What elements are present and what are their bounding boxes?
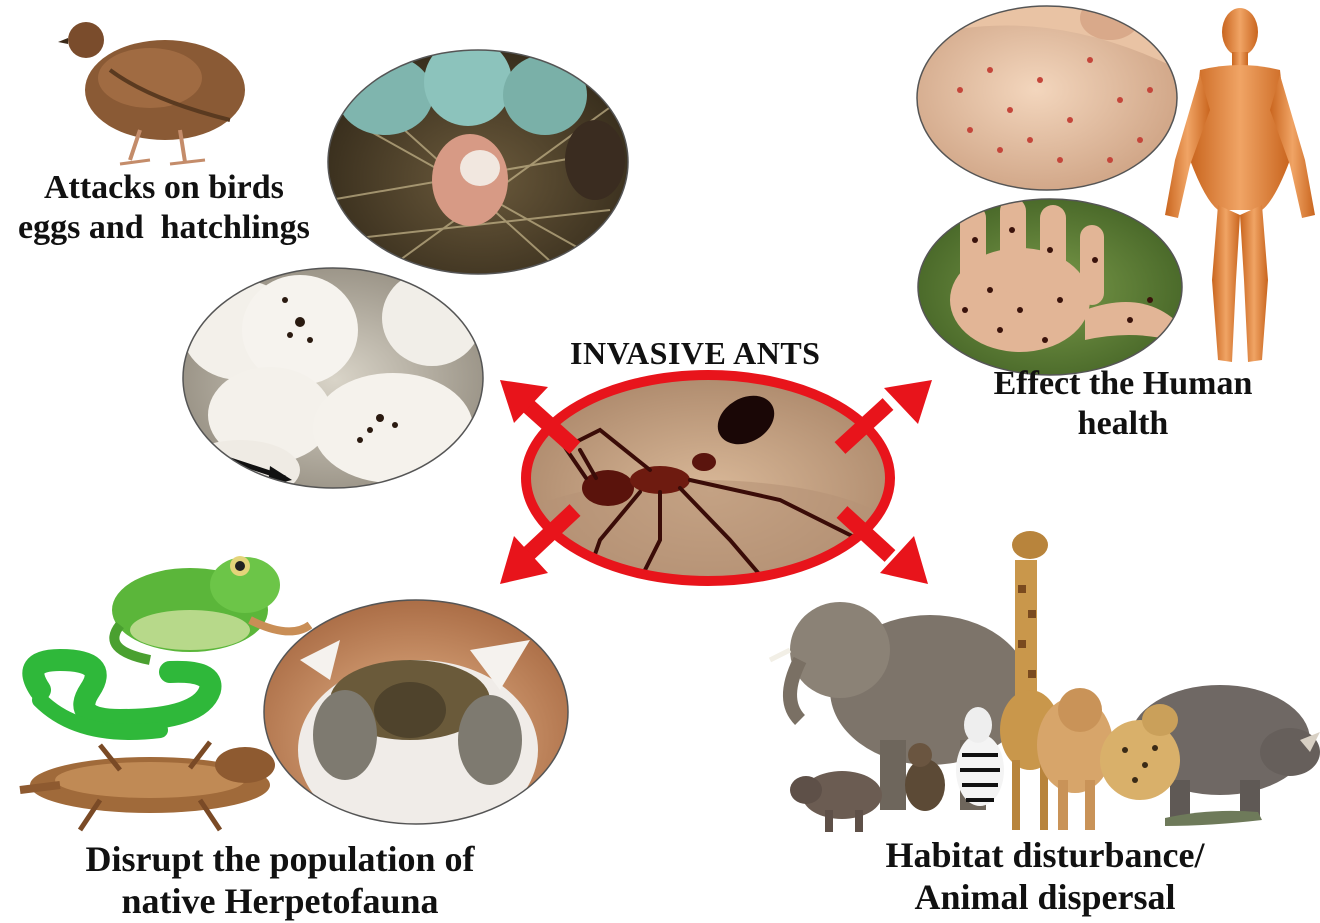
arrow-to-habitat [842, 512, 928, 584]
center-ant-photo [500, 370, 900, 600]
birds-impact-line1: Attacks on birds [18, 168, 310, 208]
horned-lizard-photo [20, 742, 275, 830]
green-snake-photo [33, 660, 210, 732]
frog-photo [112, 556, 310, 660]
herpetofauna-impact-line2: native Herpetofauna [30, 880, 530, 922]
ants-on-eggs-photo [180, 265, 490, 500]
human-body-figure [1165, 8, 1315, 362]
birds-impact-label: Attacks on birds eggs and hatchlings [18, 168, 310, 248]
birds-impact-line2: eggs and hatchlings [18, 208, 310, 248]
center-title: INVASIVE ANTS [570, 335, 820, 373]
wild-animals-group-photo [770, 531, 1320, 832]
human-impact-line1: Effect the Human [968, 364, 1278, 404]
human-impact-line2: health [968, 404, 1278, 444]
habitat-impact-label: Habitat disturbance/ Animal dispersal [860, 834, 1230, 919]
herpetofauna-impact-label: Disrupt the population of native Herpeto… [30, 838, 530, 923]
human-impact-label: Effect the Human health [968, 364, 1278, 444]
habitat-impact-line2: Animal dispersal [860, 876, 1230, 918]
quail-photo [58, 22, 245, 164]
nest-eggs-hatchlings-photo [320, 38, 640, 290]
ants-on-hand-photo [910, 195, 1190, 385]
habitat-impact-line1: Habitat disturbance/ [860, 834, 1230, 876]
skin-stings-photo [910, 0, 1190, 200]
herpetofauna-impact-line1: Disrupt the population of [30, 838, 530, 880]
